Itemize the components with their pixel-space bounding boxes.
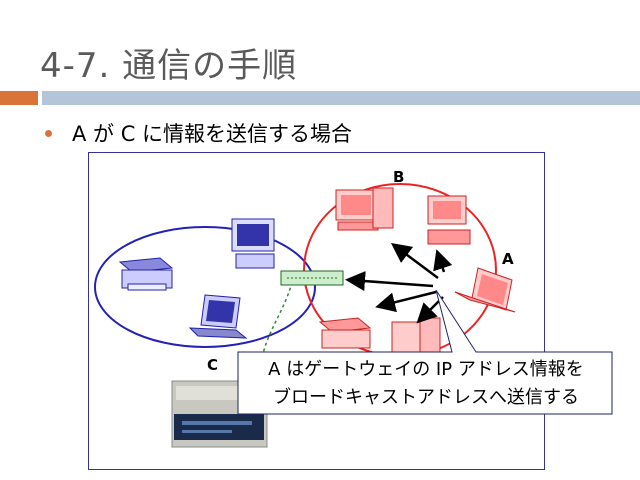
printer-icon [118, 257, 174, 291]
broadcast-arrows [345, 243, 453, 324]
callout-line-1: A はゲートウェイの IP アドレス情報を [268, 359, 584, 380]
bullet-text: A が C に情報を送信する場合 [72, 122, 353, 146]
network-switch-icon [280, 270, 344, 286]
slide-title: 4-7. 通信の手順 [40, 46, 298, 86]
bullet-marker [45, 130, 52, 137]
desktop-pc-icon [427, 195, 471, 245]
laptop-icon [188, 294, 248, 339]
callout-box [237, 289, 613, 415]
printer-icon [318, 317, 372, 349]
diagram-frame [88, 152, 545, 470]
desktop-pc-icon [231, 218, 275, 269]
server-icon [391, 317, 441, 357]
blue-network-ring [94, 226, 316, 348]
title-accent-bar [0, 91, 38, 105]
node-label-a: A [502, 250, 514, 268]
desktop-pc-icon [335, 187, 394, 231]
node-label-c: C [207, 356, 219, 374]
callout-line-2: ブロードキャストアドレスへ送信する [273, 387, 579, 408]
title-underline-bar [42, 91, 640, 105]
callout-text: A はゲートウェイの IP アドレス情報を ブロードキャストアドレスへ送信する [240, 356, 612, 412]
laptop-icon [454, 267, 516, 313]
node-label-b: B [393, 168, 405, 186]
